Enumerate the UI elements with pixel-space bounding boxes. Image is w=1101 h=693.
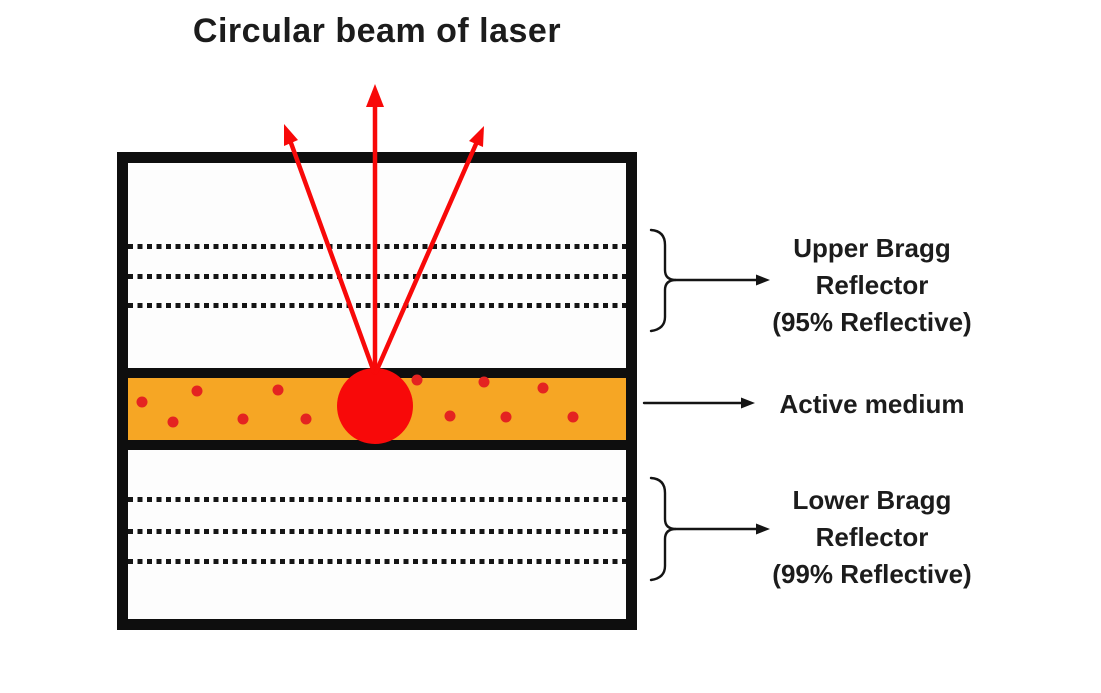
laser-beam-arrowhead-center: [366, 84, 384, 107]
active-medium-region: [128, 378, 626, 440]
upper-bragg-reflector-region: [128, 163, 626, 368]
bragg-layer-dotted-line: [128, 529, 626, 534]
bragg-layer-dotted-line: [128, 497, 626, 502]
active-medium-label: Active medium: [779, 389, 965, 419]
diagram-title: Circular beam of laser: [192, 12, 562, 50]
lower-reflector-label-line1: Lower Bragg: [792, 485, 952, 515]
bragg-layer-dotted-line: [128, 303, 626, 308]
bragg-layer-dotted-line: [128, 559, 626, 564]
active-medium-top-border: [128, 368, 626, 378]
laser-beam-arrowhead-left: [284, 124, 298, 146]
bragg-layer-dotted-line: [128, 244, 626, 249]
lower-reflector-label-line3: (99% Reflective): [772, 559, 972, 589]
annotation-lines: [642, 228, 759, 582]
upper-reflector-label: Upper Bragg Reflector (95% Reflective): [742, 230, 1002, 341]
laser-cavity-box: [117, 152, 637, 630]
lower-reflector-label-line2: Reflector: [815, 522, 929, 552]
upper-reflector-label-line3: (95% Reflective): [772, 307, 972, 337]
laser-beam-arrowhead-right: [469, 126, 484, 147]
upper-reflector-label-line1: Upper Bragg: [793, 233, 951, 263]
lower-reflector-label: Lower Bragg Reflector (99% Reflective): [742, 482, 1002, 593]
lower-bragg-reflector-region: [128, 450, 626, 619]
active-medium-bottom-border: [128, 440, 626, 450]
lower-reflector-brace: [649, 476, 677, 582]
upper-reflector-label-line2: Reflector: [815, 270, 929, 300]
bragg-layer-dotted-line: [128, 274, 626, 279]
laser-beam-arrowheads: [284, 84, 484, 147]
upper-reflector-brace: [649, 228, 677, 333]
